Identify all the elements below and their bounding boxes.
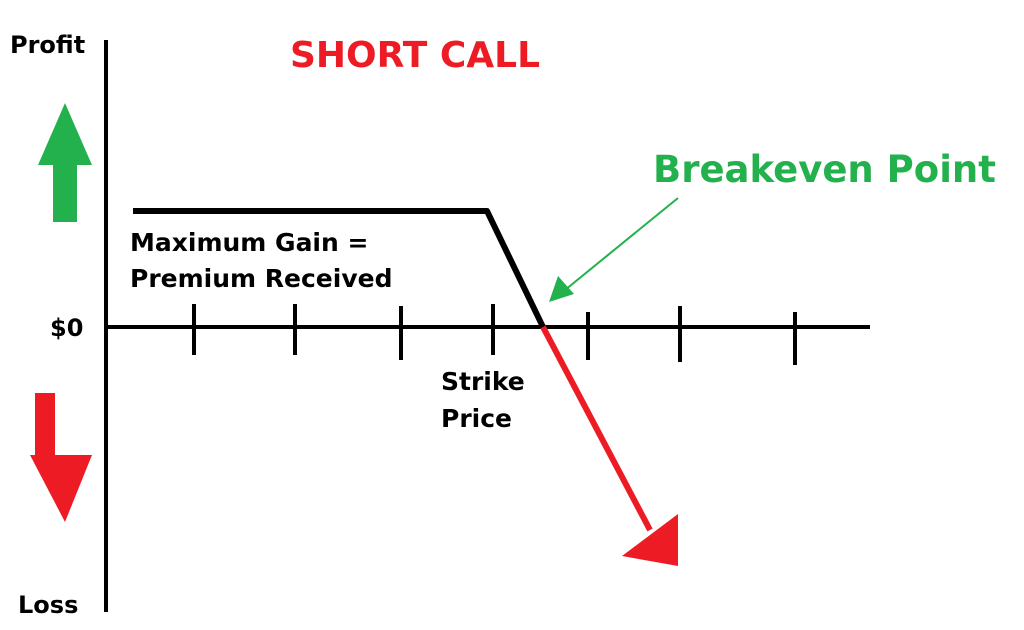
y-axis-loss-label: Loss bbox=[18, 591, 78, 619]
chart-title: SHORT CALL bbox=[290, 35, 540, 76]
zero-label: $0 bbox=[50, 314, 83, 342]
max-gain-label-line2: Premium Received bbox=[130, 264, 392, 293]
strike-label-line1: Strike bbox=[441, 367, 525, 396]
breakeven-label: Breakeven Point bbox=[653, 148, 996, 191]
loss-arrowhead-icon bbox=[622, 514, 678, 566]
max-gain-label-line1: Maximum Gain = bbox=[130, 228, 368, 257]
profit-up-arrow-icon bbox=[38, 103, 92, 222]
x-axis-ticks bbox=[192, 304, 797, 365]
y-axis-profit-label: Profit bbox=[10, 31, 85, 59]
breakeven-pointer bbox=[564, 197, 679, 291]
payoff-profit-segment bbox=[133, 208, 546, 329]
payoff-loss-segment bbox=[540, 325, 653, 532]
strike-label-line2: Price bbox=[441, 404, 512, 433]
breakeven-arrowhead-icon bbox=[549, 276, 574, 302]
loss-down-arrow-icon bbox=[30, 393, 92, 522]
